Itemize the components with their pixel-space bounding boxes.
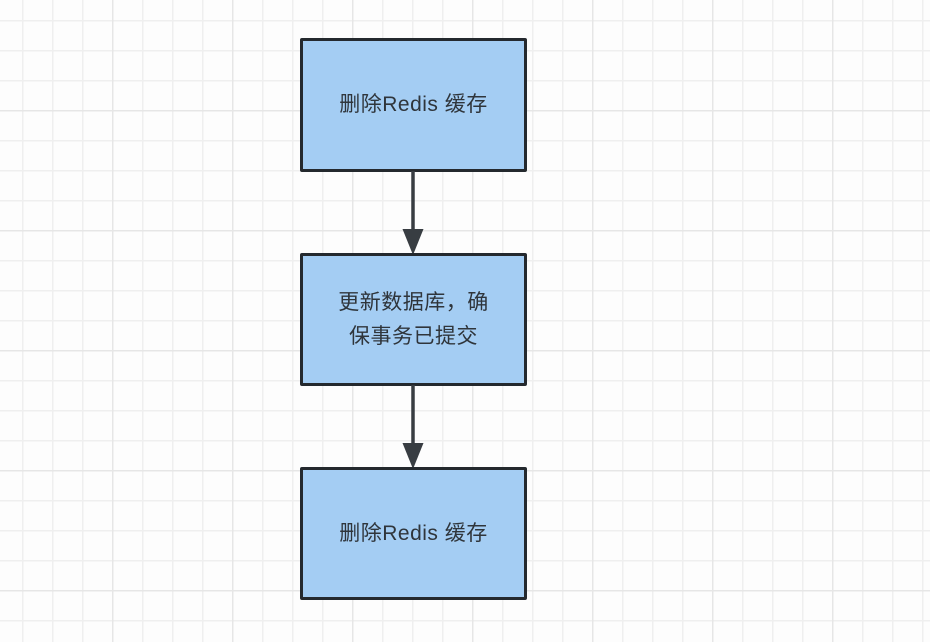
flow-node-delete-redis-cache-top: 删除Redis 缓存 [300, 38, 527, 172]
node-label: 删除Redis 缓存 [339, 521, 488, 545]
flow-node-delete-redis-cache-bottom: 删除Redis 缓存 [300, 467, 527, 600]
node-label: 更新数据库，确 保事务已提交 [338, 290, 489, 348]
node-label: 删除Redis 缓存 [339, 93, 488, 116]
flow-node-update-database: 更新数据库，确 保事务已提交 [300, 253, 527, 386]
flow-arrow-down-1 [402, 171, 424, 255]
flow-arrow-down-2 [402, 385, 424, 469]
